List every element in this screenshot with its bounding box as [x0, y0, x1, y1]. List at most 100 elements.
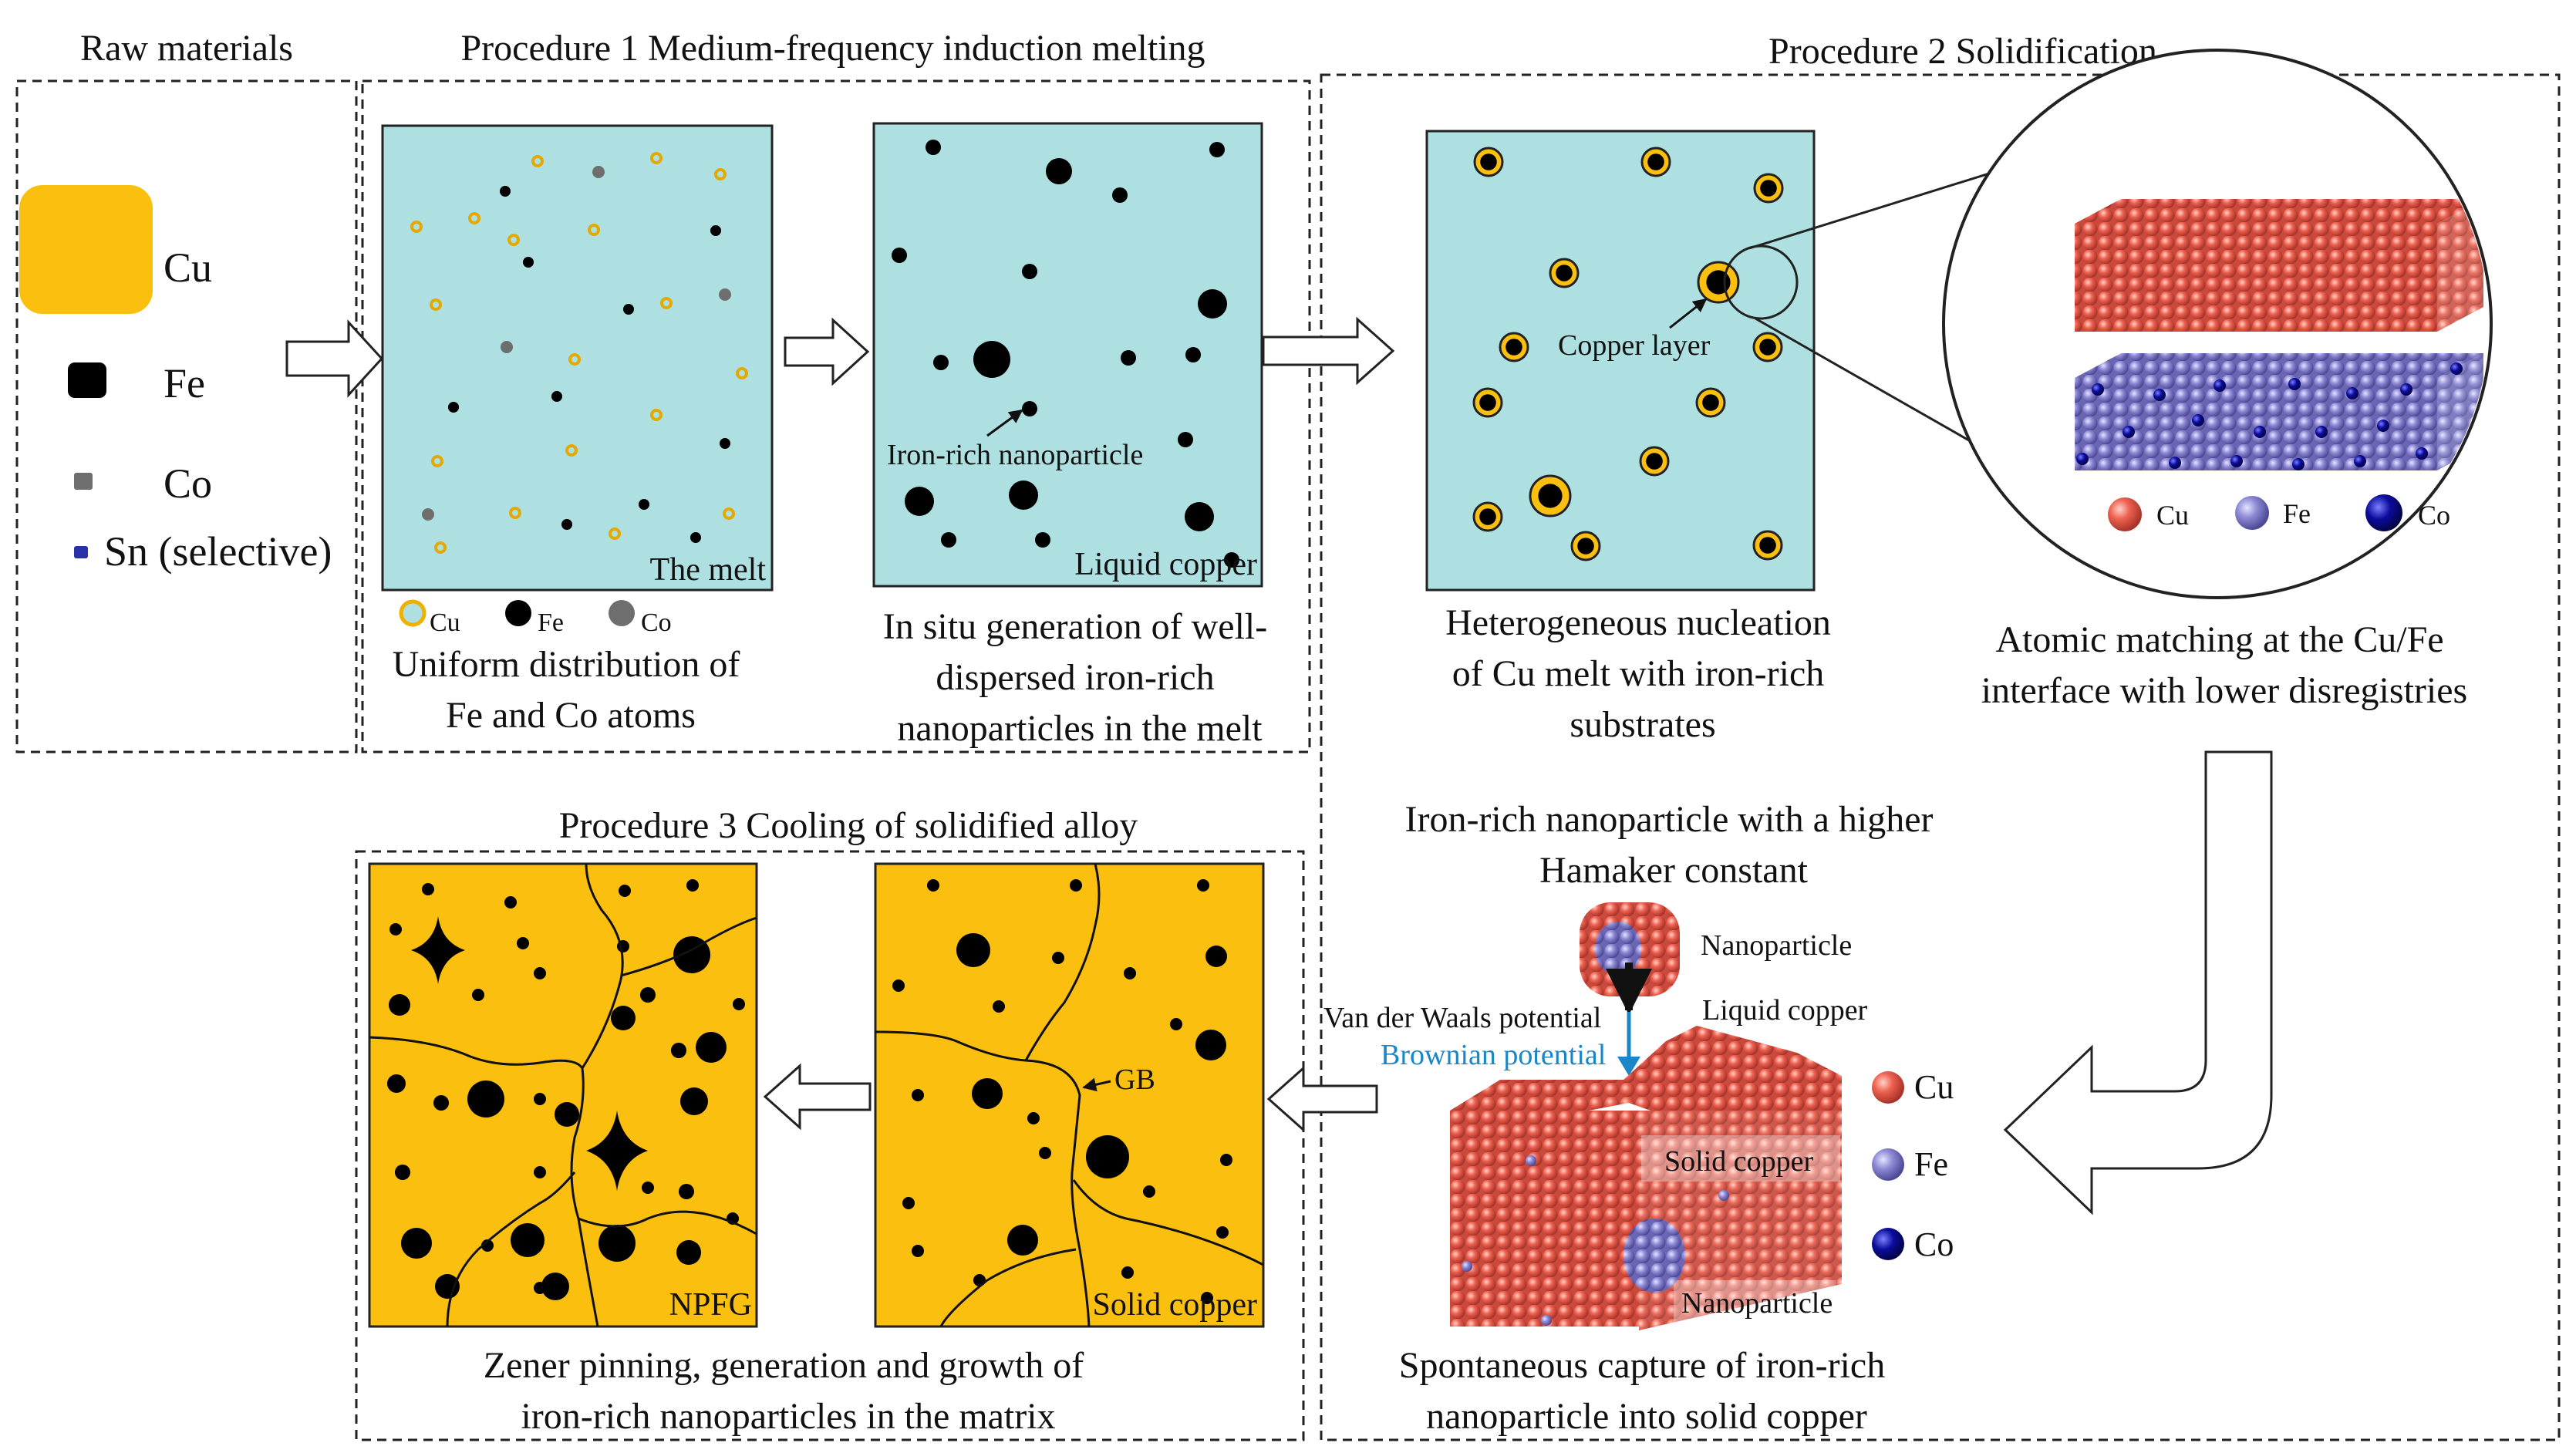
copper-particle — [1086, 1135, 1129, 1178]
raw-materials-frame — [15, 79, 358, 753]
cu-atom-dot — [507, 234, 520, 246]
npfg-particle — [395, 1165, 410, 1180]
nanoparticle-dot — [926, 140, 941, 155]
iron-core — [1479, 394, 1496, 411]
co-atom — [2192, 414, 2204, 426]
melt-label: The melt — [650, 552, 767, 588]
npfg-particle — [640, 987, 656, 1003]
liquid-copper-label-2: Liquid copper — [1702, 994, 1868, 1027]
iron-core — [1556, 265, 1573, 281]
fe-atom-dot — [639, 499, 649, 510]
iron-core — [1759, 339, 1776, 356]
legend-cu-ball — [2108, 497, 2142, 531]
nanoparticle-dot — [941, 532, 956, 548]
dashed-frames — [15, 73, 2561, 1441]
npfg-particle — [433, 1095, 449, 1111]
procedure1-title: Procedure 1 Medium-frequency induction m… — [460, 28, 1205, 69]
npfg-particle — [598, 1225, 636, 1262]
fe-atom-dot — [551, 391, 562, 402]
arrow-capture-to-solid — [1266, 1065, 1378, 1133]
arrow-raw-to-melt — [285, 319, 384, 398]
nanoparticle-dot — [1022, 401, 1037, 416]
npfg-particle — [686, 879, 699, 892]
fe-atom-dot — [561, 519, 572, 530]
fe-atom-dot — [710, 225, 721, 236]
co-atom — [2123, 426, 2135, 438]
cu-atom-dot — [650, 409, 663, 421]
nanoparticle-dot — [1035, 532, 1050, 548]
procedure2-frame — [1320, 73, 2561, 1441]
fe-atom — [1718, 1190, 1729, 1201]
raw-item-fe: Fe — [164, 360, 205, 406]
zoom-legend-co: Co — [2418, 500, 2450, 531]
zener-caption: Zener pinning, generation and growth of … — [484, 1345, 1093, 1437]
nanoparticle-dot — [1198, 289, 1227, 319]
cu-atom-dot — [430, 298, 442, 311]
nanoparticle-dot — [1022, 264, 1037, 279]
npfg-boundary-4 — [446, 1172, 576, 1327]
legend-cu-dot — [399, 599, 427, 627]
npfg-boundary-2 — [581, 863, 624, 1069]
co-atom-dot — [422, 508, 434, 521]
npfg-particle — [679, 1184, 694, 1199]
cu-slab-front — [2075, 224, 2437, 332]
gb-label: GB — [1114, 1064, 1155, 1096]
fe-atom-dot — [690, 532, 701, 543]
raw-item-cu: Cu — [164, 244, 212, 291]
co-atom — [2346, 387, 2359, 399]
npfg-particle — [467, 1080, 504, 1118]
cu-atom-dot — [531, 155, 544, 167]
fe-atom-dot — [720, 438, 730, 449]
gb-pointer — [1082, 1077, 1111, 1092]
iron-core — [1646, 453, 1663, 470]
liquid-copper-box: Iron-rich nanoparticle Liquid copper — [872, 122, 1263, 588]
vdw-label: Van der Waals potential — [1323, 1002, 1601, 1034]
copper-particle — [1143, 1185, 1155, 1198]
npfg-particle — [696, 1032, 727, 1063]
cu-atom-dot — [565, 444, 578, 457]
co-atom — [2254, 426, 2266, 438]
co-atom — [2214, 379, 2226, 392]
copper-particle — [927, 879, 939, 892]
copper-particle — [912, 1245, 924, 1257]
npfg-particle — [401, 1228, 432, 1259]
copper-particle — [892, 979, 905, 992]
fe-atom-dot — [523, 257, 534, 268]
copper-particle — [972, 1078, 1003, 1109]
npfg-particle — [619, 885, 631, 897]
raw-materials-title: Raw materials — [80, 28, 293, 69]
nanoparticle-dot — [1185, 502, 1214, 531]
nanoparticle-cluster — [1580, 902, 1680, 996]
liquid-copper-label: Liquid copper — [1074, 547, 1257, 582]
co-atom — [2169, 457, 2181, 469]
capture-legend-cu: Cu — [1914, 1068, 1954, 1106]
npfg-particle — [611, 1006, 636, 1030]
melt-atoms — [410, 152, 748, 554]
zoom-legend-fe: Fe — [2283, 498, 2311, 529]
co-atom — [2076, 453, 2089, 465]
iron-core — [1760, 180, 1777, 197]
cu-atom-dot — [736, 367, 748, 379]
capture-legend-fe: Fe — [1914, 1145, 1948, 1183]
iron-rich-nanoparticle-annot: Iron-rich nanoparticle — [887, 439, 1143, 471]
raw-item-co: Co — [164, 460, 212, 507]
co-atom — [2315, 426, 2328, 438]
iron-core — [1577, 538, 1594, 555]
nanoparticle-dot — [892, 248, 907, 263]
atomic-matching-caption: Atomic matching at the Cu/Fe interface w… — [1981, 619, 2467, 711]
npfg-particle — [387, 1074, 406, 1093]
nucleation-box: Copper layer — [1425, 130, 1816, 592]
copper-particle — [1007, 1225, 1038, 1256]
cu-atom-dot — [509, 507, 521, 519]
copper-particle — [1201, 1292, 1213, 1304]
nanoparticle-dot — [1009, 480, 1038, 510]
legend-cu-label: Cu — [430, 609, 460, 637]
hamaker-caption: Iron-rich nanoparticle with a higher Ham… — [1404, 799, 1942, 891]
solid-copper-particles — [892, 879, 1232, 1304]
npfg-particle — [472, 989, 484, 1001]
co-atom — [2354, 455, 2366, 467]
capture-scene: Nanoparticle Van der Waals potential Liq… — [1323, 902, 1868, 1330]
npfg-particle — [671, 1043, 686, 1058]
procedure3-frame — [355, 850, 1305, 1441]
npfg-boundary-3 — [620, 916, 757, 977]
